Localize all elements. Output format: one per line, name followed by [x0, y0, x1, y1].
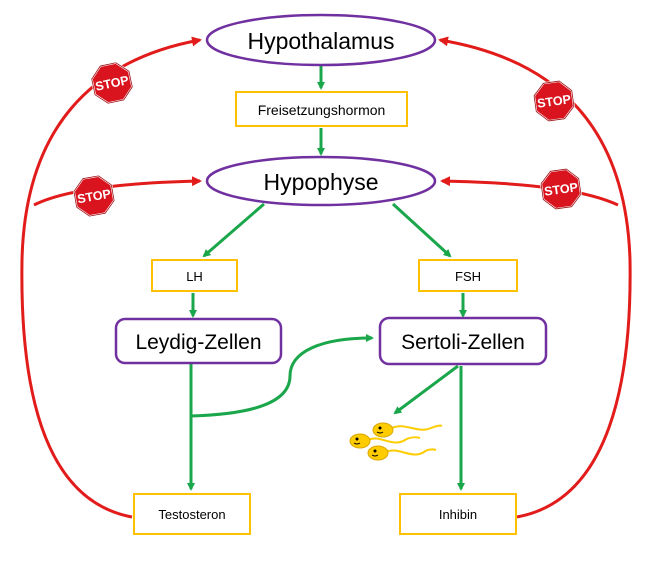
stop-sign-icon: STOP	[533, 80, 575, 122]
arrow-sertoli-sperm	[393, 364, 459, 415]
stop-sign-icon: STOP	[90, 61, 134, 105]
feedback-inhibin-hypophyse	[440, 176, 619, 207]
stop-sign-label: STOP	[543, 180, 578, 199]
hypophyse-label: Hypophyse	[263, 169, 378, 195]
stop-sign-icon: STOP	[72, 174, 116, 218]
testosteron-label: Testosteron	[158, 507, 225, 522]
node-hypophyse: Hypophyse	[205, 155, 437, 207]
arrow-hypophyse-lh	[202, 202, 265, 258]
feedback-testosteron-hypophyse	[33, 176, 202, 207]
node-inhibin: Inhibin	[399, 493, 517, 535]
sertoli-zellen-label: Sertoli-Zellen	[401, 331, 525, 354]
node-testosteron: Testosteron	[133, 493, 251, 535]
sperm-icon	[349, 433, 421, 449]
sperm-icon	[367, 445, 437, 461]
sperm-icon	[372, 422, 443, 438]
stop-sign-label: STOP	[76, 187, 112, 207]
stop-sign-icon: STOP	[540, 168, 582, 210]
arrow-hypophyse-fsh	[391, 202, 452, 258]
stop-sign-label: STOP	[536, 92, 571, 111]
node-fsh: FSH	[418, 259, 518, 292]
node-sertoli-zellen: Sertoli-Zellen	[378, 316, 548, 366]
node-hypothalamus: Hypothalamus	[205, 13, 437, 67]
hypothalamus-label: Hypothalamus	[247, 28, 394, 54]
freisetzungshormon-label: Freisetzungshormon	[258, 102, 386, 118]
leydig-zellen-label: Leydig-Zellen	[135, 331, 261, 354]
node-freisetzungshormon: Freisetzungshormon	[235, 91, 408, 127]
lh-label: LH	[186, 269, 203, 284]
feedback-inhibin-hypothalamus	[438, 36, 632, 519]
node-leydig-zellen: Leydig-Zellen	[114, 317, 283, 365]
inhibin-label: Inhibin	[439, 507, 477, 522]
arrow-leydig-sertoli	[190, 334, 374, 418]
fsh-label: FSH	[455, 269, 481, 284]
node-lh: LH	[151, 259, 238, 292]
stop-sign-label: STOP	[94, 73, 130, 94]
